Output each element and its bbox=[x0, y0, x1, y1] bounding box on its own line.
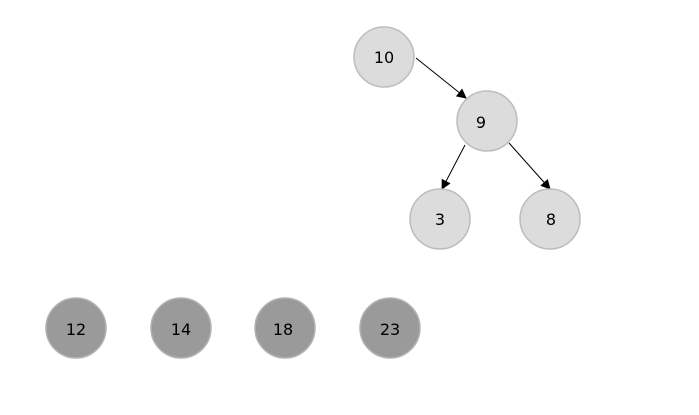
tree-node-label: 8 bbox=[546, 210, 556, 229]
sorted-node-23: 23 bbox=[359, 297, 421, 359]
sorted-node-label: 12 bbox=[66, 320, 86, 339]
sorted-node-14: 14 bbox=[150, 297, 212, 359]
tree-edges bbox=[415, 57, 551, 190]
sorted-node-label: 23 bbox=[380, 320, 400, 339]
sorted-node-label: 18 bbox=[273, 320, 293, 339]
sorted-node-18: 18 bbox=[254, 297, 316, 359]
sorted-node-circle bbox=[150, 297, 212, 359]
tree-node-8: 8 bbox=[519, 188, 581, 250]
sorted-node-label: 14 bbox=[171, 320, 191, 339]
tree-node-label: 3 bbox=[435, 210, 445, 229]
tree-node-circle bbox=[409, 188, 471, 250]
edge-10-to-9-arrow bbox=[415, 57, 467, 99]
edge-9-to-3-arrow bbox=[441, 144, 466, 190]
tree-node-circle bbox=[353, 26, 415, 88]
tree-node-10: 10 bbox=[353, 26, 415, 88]
sorted-node-12: 12 bbox=[45, 297, 107, 359]
sorted-node-circle bbox=[254, 297, 316, 359]
tree-node-label: 10 bbox=[374, 48, 394, 67]
sorted-node-circle bbox=[45, 297, 107, 359]
tree-node-9: 9 bbox=[456, 90, 518, 152]
tree-node-circle bbox=[456, 90, 518, 152]
edge-9-to-8-arrow bbox=[508, 142, 551, 190]
tree-node-label: 9 bbox=[476, 113, 486, 132]
tree-node-circle bbox=[519, 188, 581, 250]
tree-node-3: 3 bbox=[409, 188, 471, 250]
sorted-node-circle bbox=[359, 297, 421, 359]
